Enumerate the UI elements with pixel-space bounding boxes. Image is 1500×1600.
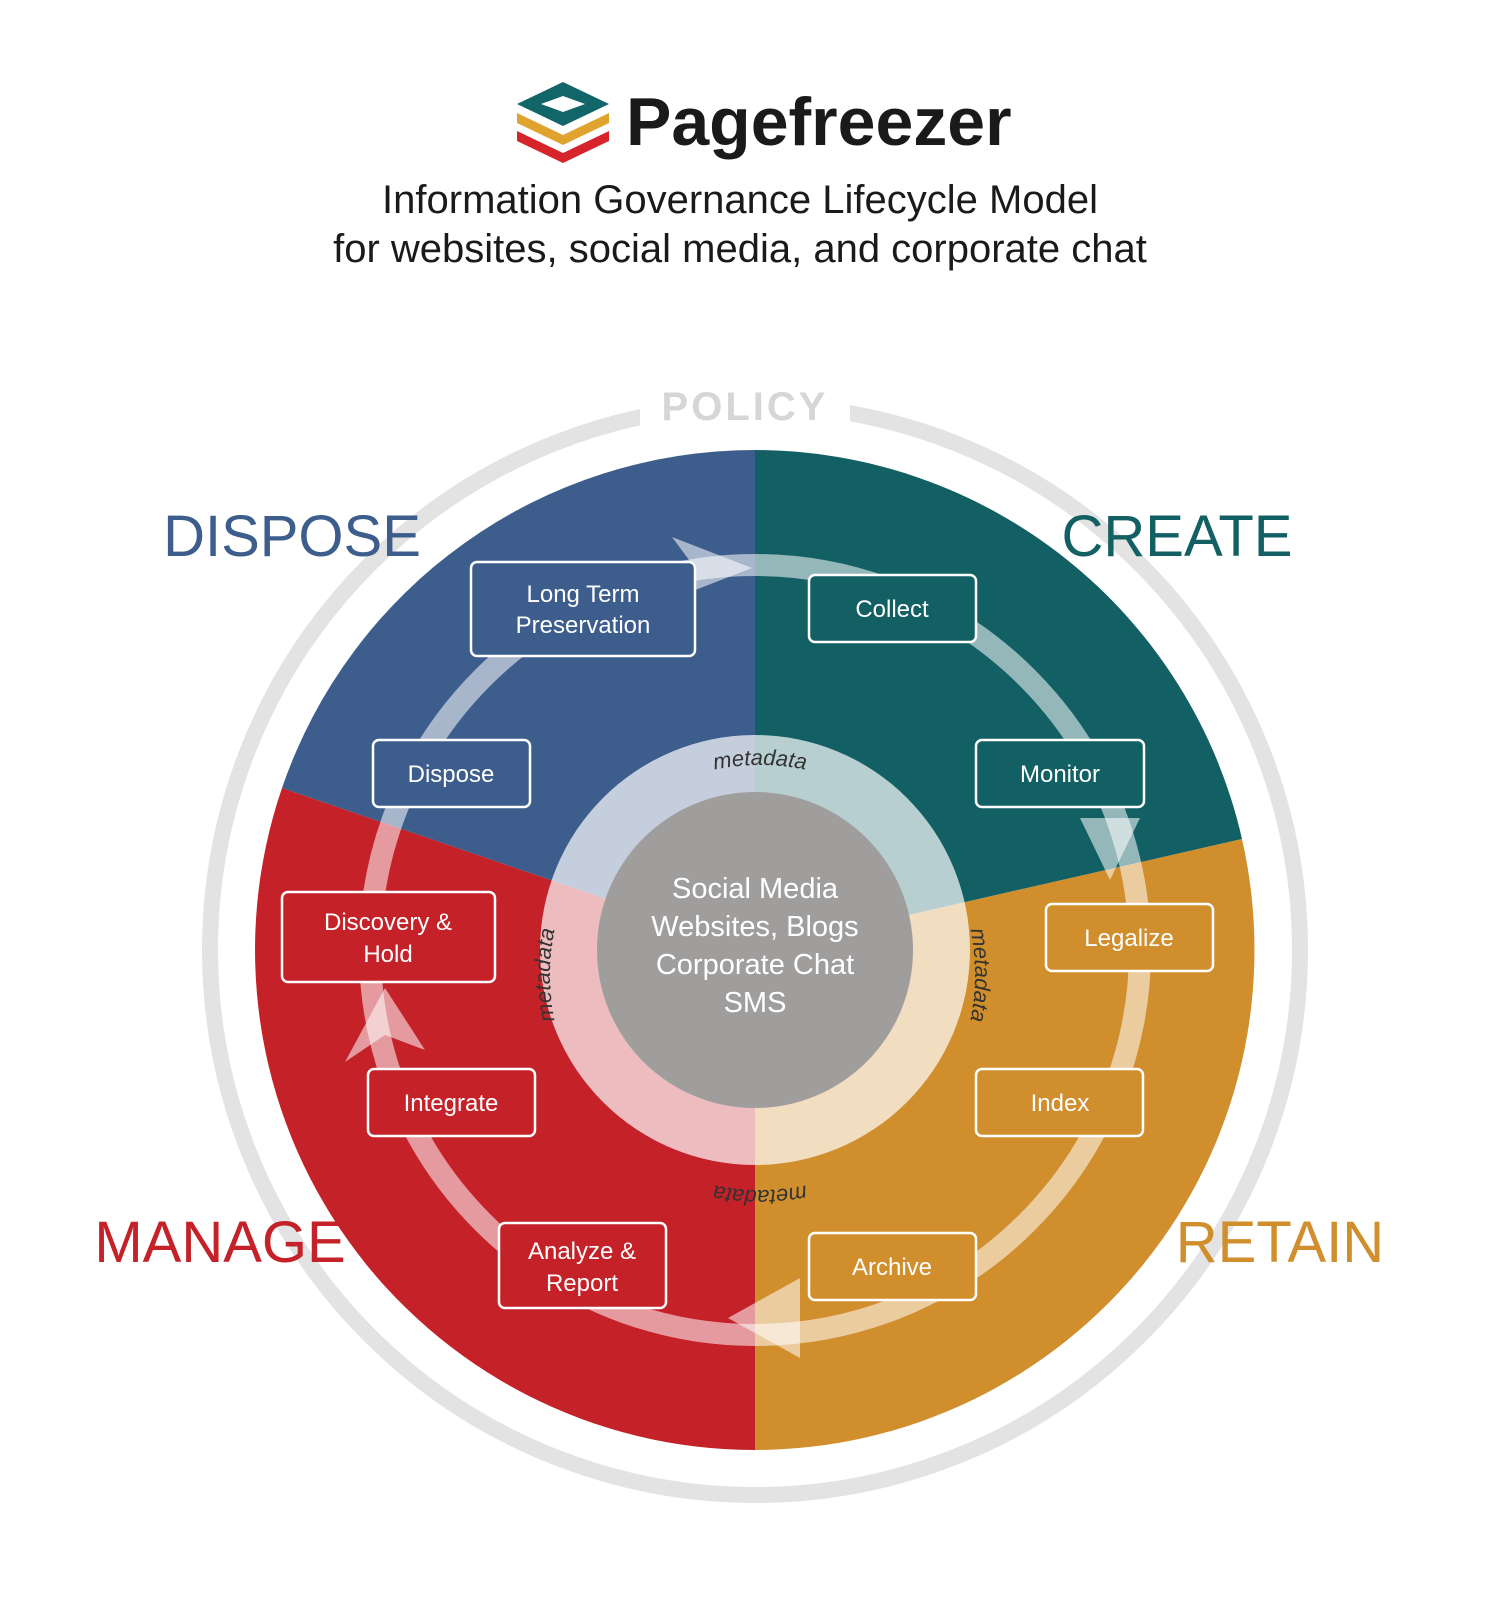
step-collect: Collect [807,573,978,644]
title-line-2: for websites, social media, and corporat… [333,227,1147,271]
svg-text:Analyze &: Analyze & [528,1238,636,1265]
svg-text:Discovery &: Discovery & [324,909,452,936]
brand-logo: Pagefreezer [517,82,1012,163]
svg-text:Legalize: Legalize [1084,925,1173,952]
create-phase-label: CREATE [1062,504,1293,569]
flow-arrow-left [345,988,425,1062]
step-analyze-report: Analyze & Report [497,1221,668,1310]
metadata-label-top: metadata [711,745,809,775]
svg-text:Collect: Collect [855,596,929,623]
svg-text:Monitor: Monitor [1020,761,1100,788]
step-index: Index [974,1067,1145,1138]
title-line-1: Information Governance Lifecycle Model [382,178,1098,222]
svg-text:Long Term: Long Term [527,581,640,608]
svg-text:Integrate: Integrate [404,1090,499,1117]
policy-label: POLICY [662,385,829,429]
dispose-phase-label: DISPOSE [163,504,421,569]
svg-text:Dispose: Dispose [408,761,495,788]
svg-text:Archive: Archive [852,1254,932,1281]
metadata-label-right: metadata [965,926,995,1024]
center-core [597,792,913,1108]
step-dispose: Dispose [371,738,532,809]
step-monitor: Monitor [974,738,1146,809]
step-integrate: Integrate [366,1067,537,1138]
manage-phase-label: MANAGE [94,1210,345,1275]
center-line-4: SMS [724,987,787,1019]
step-archive: Archive [807,1231,978,1302]
step-discovery-hold: Discovery & Hold [280,890,497,984]
svg-text:Index: Index [1031,1090,1090,1117]
center-line-2: Websites, Blogs [651,911,858,943]
brand-name: Pagefreezer [626,84,1012,160]
svg-text:Report: Report [546,1270,618,1297]
metadata-label-bottom: metadata [711,1180,809,1210]
svg-text:Preservation: Preservation [516,612,651,639]
stacked-layers-icon [517,82,609,163]
retain-phase-label: RETAIN [1176,1210,1384,1275]
metadata-label-left: metadata [530,926,560,1024]
center-line-3: Corporate Chat [656,949,854,981]
step-long-term-preservation: Long Term Preservation [469,560,697,658]
flow-arrow-bottom [728,1278,800,1358]
svg-text:Hold: Hold [363,941,412,968]
center-line-1: Social Media [672,873,839,905]
step-legalize: Legalize [1044,902,1215,973]
flow-arrow-right [1080,818,1140,880]
